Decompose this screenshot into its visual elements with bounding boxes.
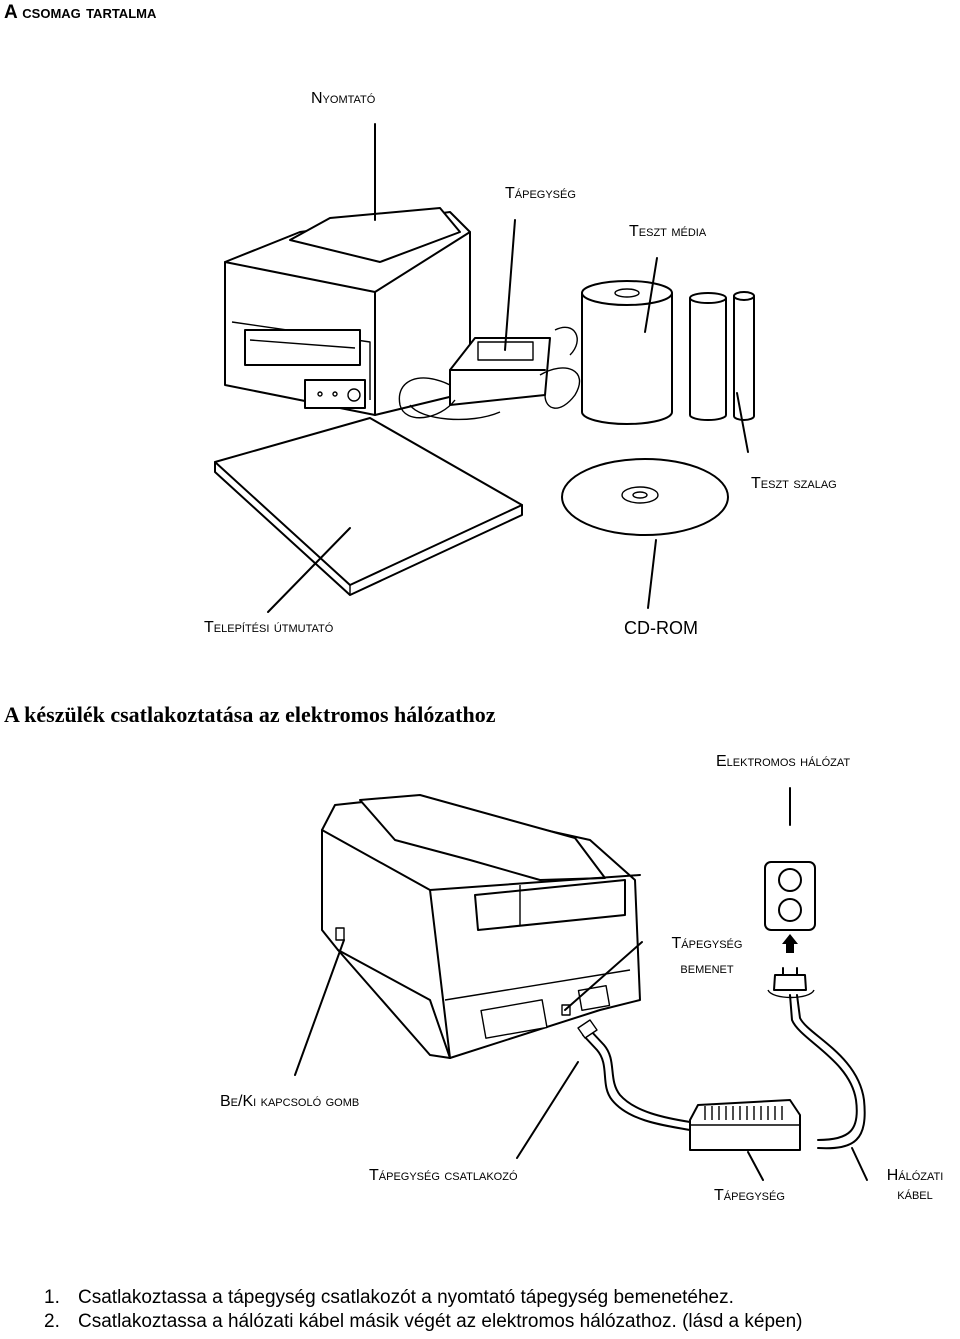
label-onoff-button: Be/Ki kapcsoló gomb [220, 1093, 360, 1110]
section-title-package: A csomag tartalma [4, 2, 157, 23]
label-power-cable: Hálózati kábel [870, 1166, 960, 1204]
label-test-ribbon: Teszt szalag [751, 475, 837, 492]
label-power-input-line1: Tápegység [671, 935, 743, 952]
label-printer: Nyomtató [311, 90, 376, 107]
label-power-input: Tápegység bemenet [658, 934, 756, 978]
connection-illustration [294, 787, 868, 1181]
instruction-text: Csatlakoztassa a hálózati kábel másik vé… [78, 1311, 803, 1332]
power-connector-illustration [577, 1019, 691, 1131]
instruction-item: 2. Csatlakoztassa a hálózati kábel másik … [44, 1310, 803, 1334]
label-power-connector: Tápegység csatlakozó [369, 1167, 518, 1184]
label-power-supply-2: Tápegység [714, 1187, 785, 1204]
printer-illustration [321, 794, 641, 1059]
label-install-guide: Telepítési útmutató [204, 619, 334, 636]
instruction-text: Csatlakoztassa a tápegység csatlakozót a… [78, 1287, 734, 1308]
instruction-number: 1. [44, 1287, 60, 1308]
instructions-list: 1. Csatlakoztassa a tápegység csatlakozót… [44, 1286, 803, 1334]
label-power-cable-line2: kábel [897, 1186, 933, 1204]
label-cdrom: CD-ROM [624, 618, 698, 638]
power-supply-illustration [689, 1099, 801, 1151]
label-power-supply: Tápegység [505, 185, 576, 202]
install-guide-illustration [214, 417, 523, 596]
power-supply-illustration [398, 326, 581, 421]
section-title-connect: A készülék csatlakoztatása az elektromos… [4, 702, 496, 727]
power-cable-illustration [767, 967, 866, 1150]
label-mains: Elektromos hálózat [716, 753, 851, 770]
instruction-number: 2. [44, 1311, 60, 1332]
label-power-cable-line1: Hálózati [886, 1167, 944, 1184]
printer-illustration [224, 207, 471, 416]
label-test-media: Teszt média [629, 223, 707, 240]
wall-socket-illustration [764, 861, 816, 953]
label-power-input-line2: bemenet [680, 960, 734, 978]
package-contents-illustration [214, 123, 755, 613]
test-ribbon-illustration [689, 291, 755, 421]
cdrom-illustration [561, 458, 729, 536]
instruction-item: 1. Csatlakoztassa a tápegység csatlakozót… [44, 1286, 803, 1310]
